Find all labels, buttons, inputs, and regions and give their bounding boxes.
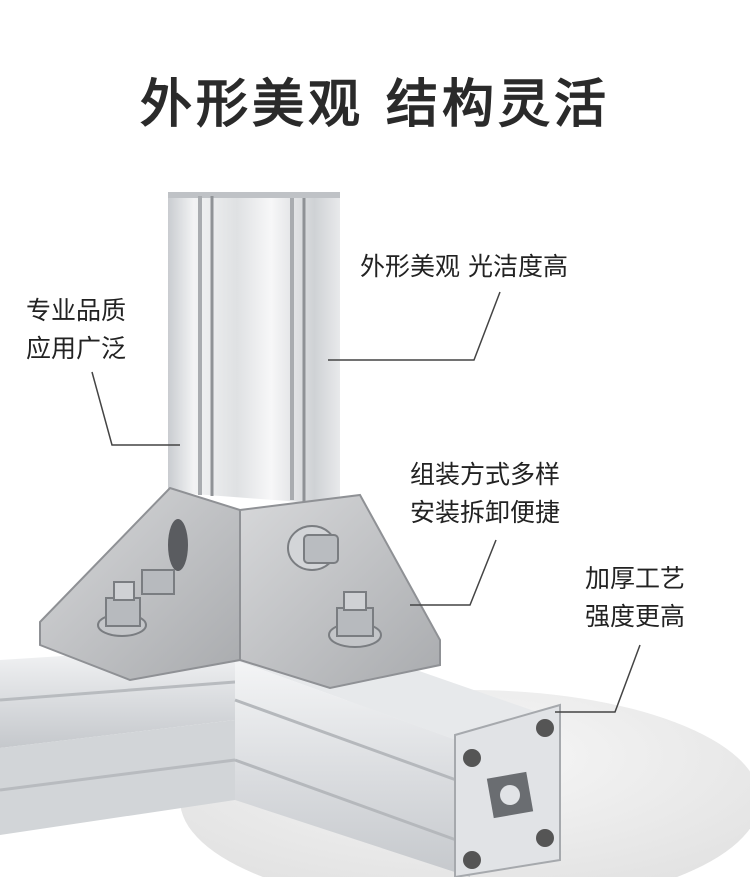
callout-text: 专业品质 [26, 296, 127, 325]
callout-line-strength [555, 644, 641, 713]
left-corner-bracket [39, 486, 241, 682]
callout-line-quality [91, 371, 180, 446]
callout-finish: 外形美观 光洁度高 [360, 248, 568, 286]
vertical-profile [168, 192, 340, 505]
callout-assembly: 组装方式多样 安装拆卸便捷 [410, 456, 560, 532]
callout-quality: 专业品质 应用广泛 [26, 292, 126, 368]
callout-text: 外形美观 光洁度高 [360, 252, 568, 281]
callout-text: 应用广泛 [26, 334, 127, 363]
callout-line-assembly [410, 539, 497, 606]
bolt [97, 581, 147, 637]
callout-text: 安装拆卸便捷 [410, 498, 561, 527]
callout-text: 组装方式多样 [410, 460, 561, 489]
bolt [141, 569, 175, 595]
callout-strength: 加厚工艺 强度更高 [585, 560, 685, 636]
bolt [287, 525, 339, 571]
callout-line-finish [328, 291, 501, 361]
bolt [328, 591, 382, 648]
headline: 外形美观 结构灵活 [139, 75, 611, 135]
callout-text: 加厚工艺 [585, 564, 686, 593]
left-rail-side [0, 720, 235, 835]
callout-text: 强度更高 [585, 602, 686, 631]
